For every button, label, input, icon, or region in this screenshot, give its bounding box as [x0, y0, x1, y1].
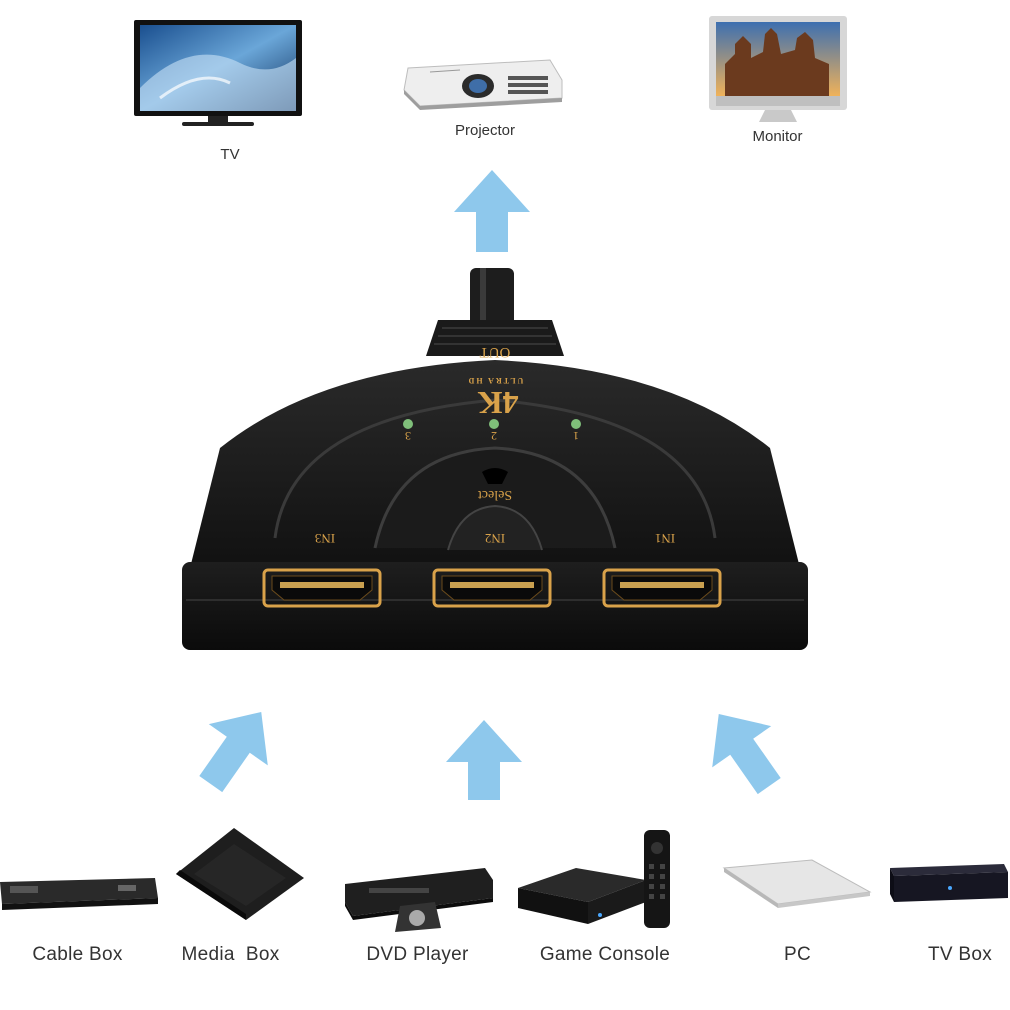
led-label-1: 1 [573, 429, 579, 443]
monitor-icon [709, 16, 847, 122]
led-2-icon [489, 419, 499, 429]
brand-ultra-hd: ULTRA HD [466, 376, 524, 385]
port-label-in3: IN3 [314, 531, 336, 546]
input-label-tv-box: TV Box [927, 944, 993, 965]
led-1-icon [571, 419, 581, 429]
input-label-dvd-player: DVD Player [366, 944, 469, 965]
output-label-tv: TV [220, 146, 240, 163]
port-label-in2: IN2 [484, 531, 506, 546]
brand-4k: 4K [477, 385, 519, 421]
arrow-input-right-icon [712, 713, 781, 795]
led-label-2: 2 [491, 429, 497, 443]
tv-device [130, 18, 305, 133]
dvd-player-icon [345, 868, 493, 932]
arrow-input-center-icon [446, 720, 522, 800]
media-box-icon [176, 828, 304, 920]
input-label-media-box: Media Box [181, 944, 280, 965]
game-console-icon [518, 830, 670, 928]
input-label-cable-box: Cable Box [32, 944, 123, 965]
output-label-monitor: Monitor [752, 128, 803, 145]
hdmi-cable [470, 268, 514, 328]
tv-icon [134, 20, 302, 126]
projector-device [400, 50, 565, 115]
arrow-up-output-icon [454, 170, 530, 252]
tv-box-icon [890, 864, 1008, 902]
port-label-in1: IN1 [654, 531, 676, 546]
arrow-input-left-icon [199, 711, 268, 793]
monitor-device [705, 14, 850, 126]
hdmi-ports [262, 568, 722, 608]
input-label-pc: PC [784, 944, 811, 965]
laptop-icon [722, 859, 872, 908]
hdmi-switcher: OUT 4K ULTRA HD 1 2 3 Select IN1 IN2 IN3 [180, 268, 810, 653]
select-button-icon [482, 468, 508, 484]
led-label-3: 3 [405, 429, 411, 443]
output-label-projector: Projector [454, 122, 516, 139]
projector-icon [403, 59, 563, 110]
led-3-icon [403, 419, 413, 429]
cable-box-icon [0, 878, 158, 910]
out-label: OUT [479, 344, 511, 360]
select-label: Select [477, 487, 513, 502]
switcher-body [182, 268, 808, 650]
input-label-game-console: Game Console [539, 944, 671, 965]
